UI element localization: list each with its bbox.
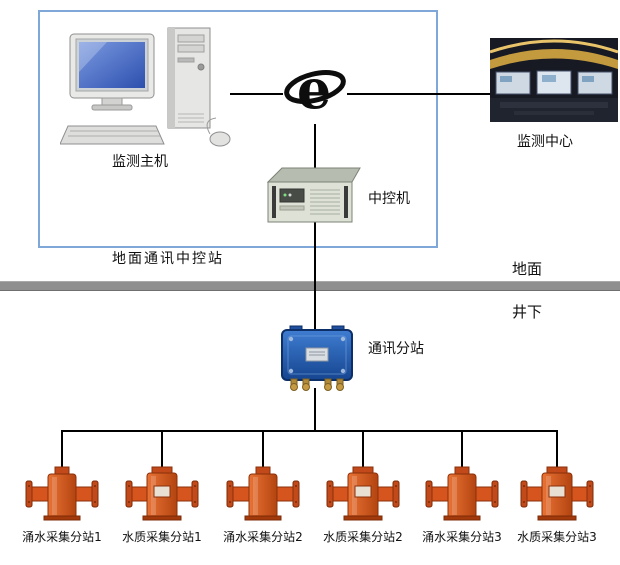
- host-computer-icon: [60, 27, 231, 147]
- underground-zone-label: 井下: [512, 303, 543, 321]
- drop-line-4: [362, 430, 364, 468]
- drop-line-1: [61, 430, 63, 468]
- collector-device-icon: [24, 466, 100, 522]
- control-server-icon: [266, 167, 361, 223]
- device-label-3: 涌水采集分站2: [223, 530, 303, 544]
- substation-label: 通讯分站: [368, 341, 424, 357]
- drop-line-2: [161, 430, 163, 468]
- connection-line-vertical-lower: [314, 388, 316, 432]
- drop-line-5: [461, 430, 463, 468]
- device-label-5: 涌水采集分站3: [422, 530, 502, 544]
- svg-text:e: e: [297, 57, 331, 121]
- substation-box-icon: [281, 325, 353, 391]
- center-label: 监测中心: [517, 134, 573, 150]
- drop-line-6: [556, 430, 558, 468]
- ground-station-boundary: [38, 10, 438, 248]
- collector-device-icon: [424, 466, 500, 522]
- drop-line-3: [262, 430, 264, 468]
- collector-device-icon: [519, 466, 595, 522]
- connection-line-vertical-upper: [314, 118, 316, 330]
- surface-underground-divider: [0, 281, 620, 291]
- bus-line: [61, 430, 558, 432]
- connection-line-top: [230, 93, 492, 95]
- collector-device-icon: [225, 466, 301, 522]
- control-label: 中控机: [368, 191, 410, 207]
- ground-station-label: 地面通讯中控站: [112, 251, 224, 267]
- monitoring-center-image: [490, 38, 618, 122]
- internet-icon: e: [283, 54, 347, 124]
- device-label-1: 涌水采集分站1: [22, 530, 102, 544]
- device-label-2: 水质采集分站1: [122, 530, 202, 544]
- device-label-6: 水质采集分站3: [517, 530, 597, 544]
- collector-device-icon: [325, 466, 401, 522]
- surface-zone-label: 地面: [512, 260, 543, 278]
- collector-device-icon: [124, 466, 200, 522]
- host-label: 监测主机: [112, 154, 168, 170]
- device-label-4: 水质采集分站2: [323, 530, 403, 544]
